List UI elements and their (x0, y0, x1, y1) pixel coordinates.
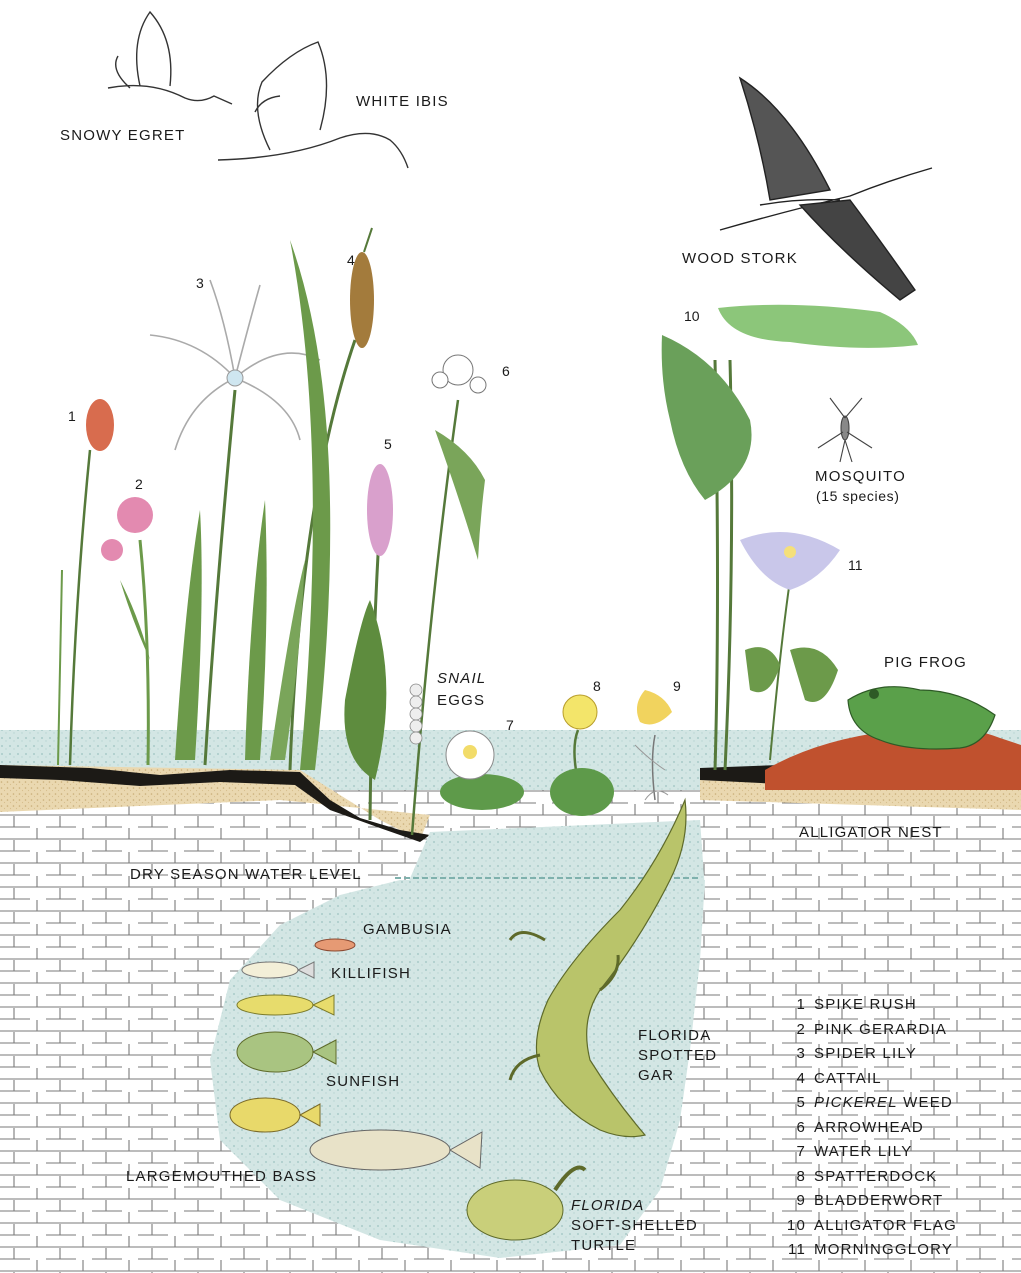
legend-name: SPIDER LILY (814, 1045, 917, 1062)
plant-number-9: 9 (673, 678, 681, 694)
mosquito-drawing (818, 398, 872, 462)
label-mosquito: MOSQUITO (815, 468, 906, 486)
spike-rush-plant (58, 399, 114, 765)
label-largemouthed-bass: LARGEMOUTHED BASS (126, 1168, 317, 1186)
label-eggs: EGGS (437, 692, 485, 710)
legend-number: 6 (780, 1119, 806, 1136)
legend-name: PINK GERARDIA (814, 1021, 947, 1038)
plant-number-2: 2 (135, 476, 143, 492)
legend-item: 4 CATTAIL (780, 1070, 1010, 1095)
label-pig-frog: PIG FROG (884, 654, 967, 672)
legend-number: 9 (780, 1192, 806, 1209)
label-dry-season-water-level: DRY SEASON WATER LEVEL (130, 866, 362, 884)
legend-name: SPIKE RUSH (814, 996, 917, 1013)
label-snowy-egret: SNOWY EGRET (60, 127, 185, 145)
legend-item: 1 SPIKE RUSH (780, 996, 1010, 1021)
legend-number: 10 (780, 1217, 806, 1234)
label-wood-stork: WOOD STORK (682, 250, 798, 268)
label-turtle-line2: SOFT-SHELLED (571, 1217, 698, 1235)
label-turtle-line3: TURTLE (571, 1237, 636, 1255)
label-gar-line3: GAR (638, 1067, 674, 1085)
label-mosquito-note: (15 species) (816, 487, 899, 505)
snowy-egret-drawing (108, 12, 232, 104)
legend-name: BLADDERWORT (814, 1192, 943, 1209)
plant-number-1: 1 (68, 408, 76, 424)
legend-number: 5 (780, 1094, 806, 1111)
legend-item: 2 PINK GERARDIA (780, 1021, 1010, 1046)
legend-name-italic: PICKEREL (814, 1094, 898, 1111)
legend-name: WEED (898, 1094, 953, 1111)
plant-number-4: 4 (347, 252, 355, 268)
label-sunfish: SUNFISH (326, 1073, 400, 1091)
label-turtle-line1: FLORIDA (571, 1197, 644, 1215)
plant-number-6: 6 (502, 363, 510, 379)
snail-eggs-cluster (410, 684, 422, 744)
legend-name: MORNINGGLORY (814, 1241, 953, 1258)
pink-gerardia-plant (101, 497, 153, 765)
legend-name: SPATTERDOCK (814, 1168, 938, 1185)
legend-number: 4 (780, 1070, 806, 1087)
label-killifish: KILLIFISH (331, 965, 411, 983)
plant-number-8: 8 (593, 678, 601, 694)
label-snail: SNAIL (437, 670, 486, 688)
legend-item: 7 WATER LILY (780, 1143, 1010, 1168)
legend-item: 10 ALLIGATOR FLAG (780, 1217, 1010, 1242)
plant-number-10: 10 (684, 308, 700, 324)
legend-item: 9 BLADDERWORT (780, 1192, 1010, 1217)
legend-name: CATTAIL (814, 1070, 882, 1087)
plant-number-11: 11 (848, 557, 863, 573)
label-alligator-nest: ALLIGATOR NEST (799, 824, 943, 842)
legend-name: WATER LILY (814, 1143, 912, 1160)
legend-item: 11 MORNINGGLORY (780, 1241, 1010, 1266)
plant-number-3: 3 (196, 275, 204, 291)
label-gar-line1: FLORIDA (638, 1027, 711, 1045)
morningglory-plant (740, 532, 840, 760)
legend-name: ALLIGATOR FLAG (814, 1217, 957, 1234)
legend-number: 8 (780, 1168, 806, 1185)
label-gambusia: GAMBUSIA (363, 921, 452, 939)
plant-number-5: 5 (384, 436, 392, 452)
gambusia-drawing (315, 939, 355, 951)
legend-item: 5 PICKEREL WEED (780, 1094, 1010, 1119)
legend-item: 6 ARROWHEAD (780, 1119, 1010, 1144)
legend-number: 11 (780, 1241, 806, 1258)
legend-item: 8 SPATTERDOCK (780, 1168, 1010, 1193)
legend-name: ARROWHEAD (814, 1119, 924, 1136)
label-white-ibis: WHITE IBIS (356, 93, 449, 111)
legend-number: 2 (780, 1021, 806, 1038)
legend-item: 3 SPIDER LILY (780, 1045, 1010, 1070)
legend-number: 1 (780, 996, 806, 1013)
legend-number: 7 (780, 1143, 806, 1160)
label-gar-line2: SPOTTED (638, 1047, 717, 1065)
legend-number: 3 (780, 1045, 806, 1062)
plant-number-7: 7 (506, 717, 514, 733)
